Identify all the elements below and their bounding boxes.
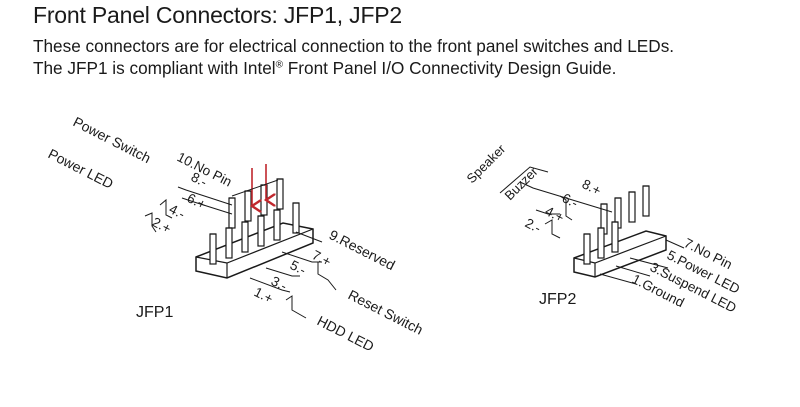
jfp2-label-buzzer: Buzzer [502, 163, 542, 203]
jfp1-pin-1 [209, 233, 217, 265]
jfp2-label-pin8: 8.+ [580, 176, 604, 198]
jfp1-pin-3 [225, 227, 233, 259]
description-text-a: The JFP1 is compliant with Intel [33, 58, 276, 78]
description-text-b: Front Panel I/O Connectivity Design Guid… [283, 58, 617, 78]
jfp1-label-pin5: 5.- [288, 257, 309, 278]
jfp1-pin-4 [244, 190, 252, 222]
jfp2-label-pin6: 6.- [560, 190, 581, 211]
jfp1-label-pin4: 4.- [167, 201, 188, 222]
jfp1-leaders-left [144, 179, 279, 233]
jfp1-label-power-led: Power LED [46, 145, 116, 191]
registered-mark: ® [275, 59, 284, 71]
jfp1-label-pin6: 6.+ [185, 190, 209, 212]
jfp2-label-pin2: 2.- [523, 215, 544, 236]
jfp2-label-speaker: Speaker [464, 141, 509, 186]
jfp2-name: JFP2 [539, 291, 576, 308]
jfp1-label-pin7: 7.+ [310, 247, 334, 269]
jfp2-pin-3 [597, 227, 605, 259]
description-line-1: These connectors are for electrical conn… [33, 36, 675, 56]
jfp1-label-pin9: 9.Reserved [327, 226, 398, 273]
jfp1-label-pin8: 8.- [189, 169, 210, 190]
jfp2-pin-5 [611, 221, 619, 253]
jfp2-pin-8 [642, 185, 650, 217]
jfp1-connector: Power Switch Power LED 10.No Pin 8.- 6.+… [46, 113, 426, 354]
jfp2-pin-6 [628, 191, 636, 223]
page-title: Front Panel Connectors: JFP1, JFP2 [33, 2, 403, 28]
jfp2-back-pins [600, 185, 650, 235]
jfp2-label-pin4: 4.+ [543, 203, 567, 225]
jfp1-label-pin2: 2.+ [150, 214, 174, 236]
red-arrow-icon [252, 164, 266, 206]
jfp1-name: JFP1 [136, 304, 173, 321]
jfp1-label-hdd-led: HDD LED [315, 312, 377, 354]
description-line-2: The JFP1 is compliant with Intel® Front … [33, 58, 616, 79]
jfp1-pin-5 [241, 221, 249, 253]
jfp1-pin-7 [257, 215, 265, 247]
jfp1-pin-8 [276, 178, 284, 210]
jfp1-pin-9 [273, 209, 281, 241]
jfp2-connector: Speaker Buzzer 8.+ 6.- 4.+ 2.- 7.No Pin … [464, 141, 743, 316]
jfp2-leaders [499, 166, 685, 285]
jfp1-label-power-switch: Power Switch [71, 113, 154, 166]
jfp2-pin-1 [583, 233, 591, 265]
jfp1-label-pin3: 3.- [269, 273, 290, 294]
jfp1-leaders-right [249, 231, 337, 319]
jfp1-pin-9-top [292, 202, 300, 234]
